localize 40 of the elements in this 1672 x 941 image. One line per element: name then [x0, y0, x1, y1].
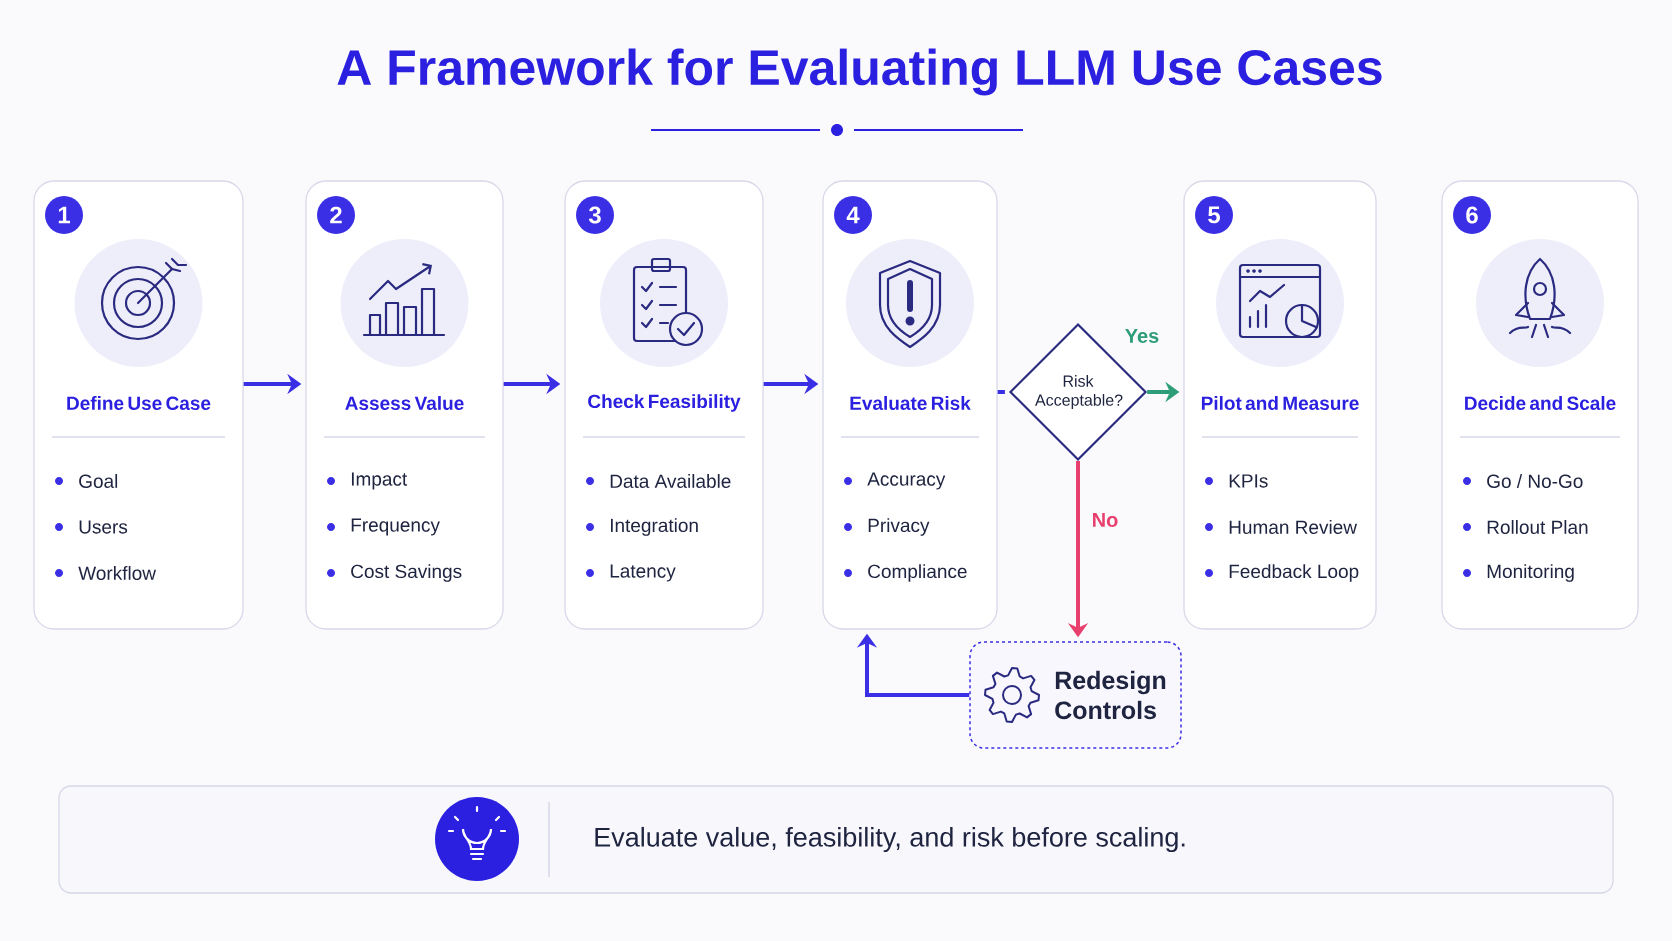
step-number-badge: 5	[1195, 196, 1233, 234]
card-heading: Assess Value	[345, 396, 464, 410]
bullet-item: Go / No-Go	[1463, 474, 1583, 488]
bullet-item: KPIs	[1205, 474, 1268, 488]
bullet-item: Compliance	[844, 564, 967, 582]
bullet-item: Rollout Plan	[1463, 520, 1588, 534]
card-heading: Check Feasibility	[588, 394, 741, 412]
bullet-item: Users	[55, 520, 128, 534]
card-heading: Evaluate Risk	[850, 396, 971, 410]
bullet-item: Data Available	[586, 474, 731, 488]
step-card	[1183, 180, 1377, 630]
step-card	[564, 180, 764, 630]
step-number-badge: 4	[834, 196, 872, 234]
step-number-badge: 6	[1453, 196, 1491, 234]
bullet-item: Integration	[586, 518, 698, 536]
step-card	[305, 180, 504, 630]
step-number-badge: 2	[317, 196, 355, 234]
bullet-item: Monitoring	[1463, 564, 1574, 582]
bullet-item: Latency	[586, 564, 676, 582]
process-box: Redesign Controls	[969, 641, 1182, 749]
bullet-item: Cost Savings	[327, 564, 462, 582]
card-heading: Define Use Case	[67, 396, 211, 410]
card-heading: Decide and Scale	[1465, 396, 1616, 410]
bullet-item: Privacy	[844, 518, 930, 536]
edge-label: No	[1090, 512, 1120, 528]
bullet-item: Goal	[55, 474, 118, 488]
step-number-badge: 3	[576, 196, 614, 234]
step-card	[33, 180, 244, 630]
step-number-badge: 1	[45, 196, 83, 234]
step-card	[1441, 180, 1639, 630]
summary-banner: Evaluate value, feasibility, and risk before scaling.	[58, 785, 1614, 894]
step-card	[822, 180, 998, 630]
bullet-item: Feedback Loop	[1205, 564, 1359, 582]
bullet-item: Impact	[327, 472, 408, 490]
bullet-item: Human Review	[1205, 520, 1358, 534]
bullet-item: Accuracy	[844, 472, 946, 490]
card-heading: Pilot and Measure	[1201, 396, 1359, 410]
bullet-item: Workflow	[55, 566, 157, 580]
bullet-item: Frequency	[327, 518, 440, 536]
title: A Framework for Evaluating LLM Use Cases	[337, 48, 1382, 96]
